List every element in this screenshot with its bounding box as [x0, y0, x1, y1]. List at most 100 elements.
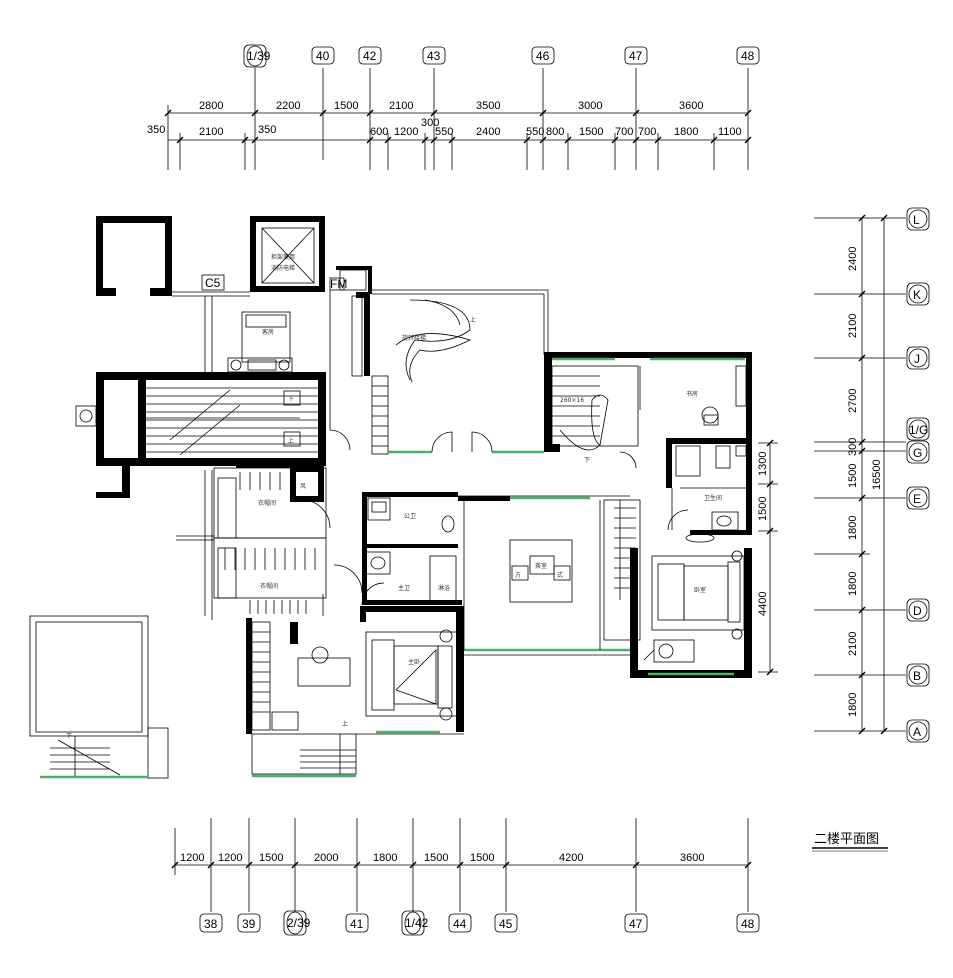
dim-sub-10: 800 [546, 126, 564, 138]
dim-right-4: 300 [847, 438, 859, 456]
label-bed-right: 卧室 [694, 586, 706, 594]
axis-b-1-42: 1/42 [405, 916, 429, 930]
axis-K: K [913, 288, 921, 302]
axis-48: 48 [741, 49, 755, 63]
dim-right-mid-1: 1300 [757, 452, 769, 476]
dim-bottom-8: 4200 [559, 852, 583, 864]
dim-sub-4: 600 [370, 126, 388, 138]
axis-42: 42 [363, 49, 377, 63]
dim-right-2: 2100 [847, 314, 859, 338]
dim-sub-9: 550 [526, 126, 544, 138]
bottom-axis-labels: 38 39 2/39 41 1/42 44 45 47 48 [199, 910, 760, 936]
axis-D: D [913, 604, 922, 618]
dim-sub-14: 1800 [674, 126, 698, 138]
label-public-wc: 公卫 [404, 513, 416, 520]
dim-top-3: 1500 [334, 100, 358, 112]
axis-b-45: 45 [499, 917, 513, 931]
dim-top-7: 3600 [679, 100, 703, 112]
dim-sub-13: 700 [638, 126, 656, 138]
dim-right-7: 1800 [847, 572, 859, 596]
label-lift: 消防电梯 [271, 264, 295, 272]
dim-sub-2: 2100 [199, 126, 223, 138]
dim-right-5: 1500 [847, 464, 859, 488]
label-down-3: 下 [66, 733, 72, 740]
axis-b-39: 39 [242, 917, 256, 931]
axis-E: E [913, 492, 921, 506]
axis-G: G [913, 446, 922, 460]
axis-b-47: 47 [629, 917, 643, 931]
dim-top-6: 3000 [578, 100, 602, 112]
axis-1-39: 1/39 [247, 49, 271, 63]
dim-right-8: 2100 [847, 632, 859, 656]
dim-bottom-6: 1500 [424, 852, 448, 864]
right-dimensions: 2400 2100 2700 300 1500 1800 1800 2100 1… [757, 207, 930, 743]
dim-bottom-1: 1200 [180, 852, 204, 864]
building-walls: 担架兼用 消防电梯 C5 FM [29, 216, 752, 779]
label-lift-top: 担架兼用 [271, 253, 295, 261]
axis-J: J [914, 352, 920, 366]
label-down-2: 下 [584, 457, 590, 464]
bottom-dimensions: 1200 1200 1500 2000 1800 1500 1500 4200 … [171, 818, 760, 936]
dim-sub-8: 2400 [476, 126, 500, 138]
dim-sub-11: 1500 [579, 126, 603, 138]
dim-sub-5: 1200 [394, 126, 418, 138]
label-guest: 客房 [262, 328, 274, 336]
dim-right-total: 16500 [871, 459, 883, 490]
axis-b-41: 41 [350, 917, 364, 931]
label-master-wc: 主卫 [398, 584, 410, 592]
dim-bottom-3: 1500 [259, 852, 283, 864]
right-axis-labels: L K J 1/G G E D B A [906, 207, 930, 743]
label-cloak-1: 衣帽间 [258, 499, 276, 507]
axis-A: A [913, 725, 921, 739]
label-fm: FM [330, 277, 347, 291]
label-up-3: 上 [342, 720, 348, 728]
axis-b-44: 44 [453, 917, 467, 931]
dim-top-2: 2200 [276, 100, 300, 112]
axis-b-48: 48 [741, 917, 755, 931]
dim-bottom-2: 1200 [218, 852, 242, 864]
dim-bottom-4: 2000 [314, 852, 338, 864]
dim-sub-7: 550 [435, 126, 453, 138]
drawing-title: 二楼平面图 [814, 832, 879, 847]
label-spiral: 旋转楼梯 [402, 334, 426, 342]
label-bath: 卫生间 [704, 494, 722, 502]
dim-sub-3: 350 [258, 124, 276, 136]
dim-sub-6: 300 [421, 117, 439, 129]
dim-right-mid-3: 4400 [757, 592, 769, 616]
dim-bottom-7: 1500 [470, 852, 494, 864]
dim-top-5: 3500 [476, 100, 500, 112]
dim-top-1: 2800 [199, 100, 223, 112]
label-study: 书房 [686, 390, 698, 398]
dim-sub-15: 1100 [718, 126, 742, 138]
axis-B: B [913, 669, 921, 683]
dim-bottom-5: 1800 [373, 852, 397, 864]
dim-sub-12: 700 [615, 126, 633, 138]
dim-right-3: 2700 [847, 389, 859, 413]
label-stair-dim: 260×16 [560, 397, 584, 404]
axis-43: 43 [427, 49, 441, 63]
dim-right-mid-2: 1500 [757, 497, 769, 521]
top-dimensions: 2800 2200 1500 2100 3500 3000 3600 350 2… [147, 44, 760, 170]
label-hall-left: 方 [515, 571, 521, 579]
axis-46: 46 [536, 49, 550, 63]
dim-right-9: 1800 [847, 693, 859, 717]
dim-right-6: 1800 [847, 516, 859, 540]
label-up-1: 上 [288, 437, 294, 445]
axis-L: L [913, 213, 920, 227]
label-shower: 淋浴 [438, 584, 450, 592]
label-down-1: 下 [288, 396, 294, 403]
axis-40: 40 [316, 49, 330, 63]
top-axis-labels: 1/39 40 42 43 46 47 48 [243, 44, 760, 68]
axis-b-38: 38 [204, 917, 218, 931]
dim-sub-1: 350 [147, 124, 165, 136]
label-tea: 茶室 [535, 562, 547, 570]
axis-47: 47 [629, 49, 643, 63]
label-c5: C5 [205, 276, 221, 290]
axis-b-2-39: 2/39 [287, 916, 311, 930]
label-bed-center: 主卧 [408, 658, 420, 666]
dim-right-1: 2400 [847, 247, 859, 271]
label-up-2: 上 [470, 316, 476, 324]
dim-top-4: 2100 [389, 100, 413, 112]
label-vent: 风 [300, 483, 306, 490]
